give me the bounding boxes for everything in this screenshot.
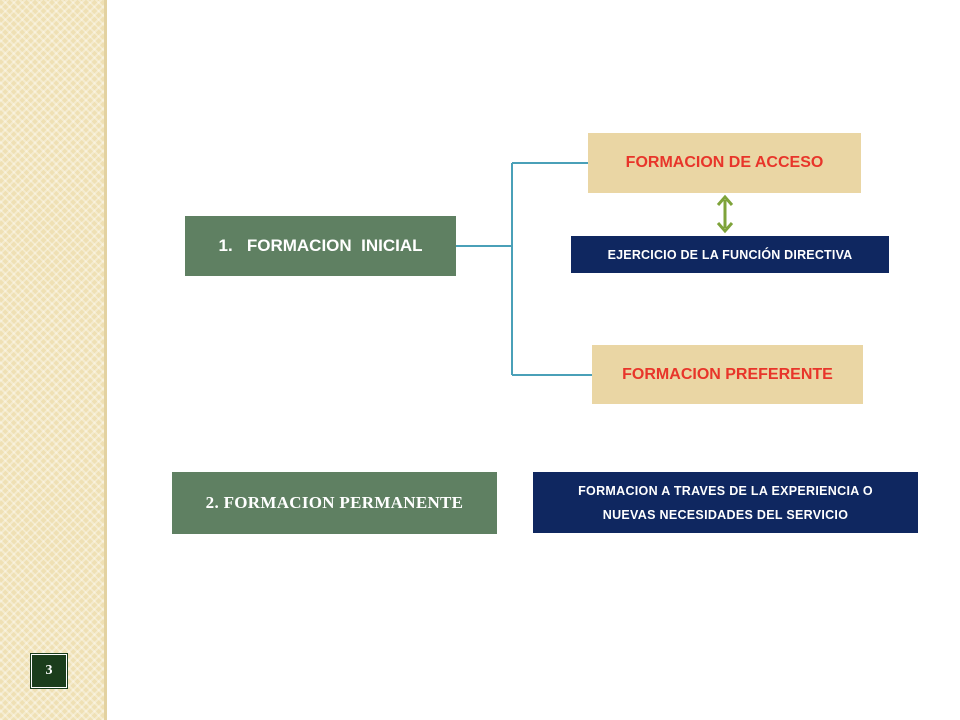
formacion-experiencia-line2: NUEVAS NECESIDADES DEL SERVICIO xyxy=(602,507,849,522)
left-band-edge xyxy=(104,0,107,720)
formacion-experiencia-box: FORMACION A TRAVES DE LA EXPERIENCIA O N… xyxy=(533,472,918,533)
page-number: 3 xyxy=(31,654,67,688)
decorative-left-band xyxy=(0,0,104,720)
formacion-acceso-box: FORMACION DE ACCESO xyxy=(588,133,861,193)
double-vertical-arrow-icon xyxy=(716,194,734,234)
ejercicio-funcion-directiva-box: EJERCICIO DE LA FUNCIÓN DIRECTIVA xyxy=(571,236,889,273)
formacion-preferente-box: FORMACION PREFERENTE xyxy=(592,345,863,404)
formacion-experiencia-line1: FORMACION A TRAVES DE LA EXPERIENCIA O xyxy=(578,483,873,498)
formacion-permanente-box: 2. FORMACION PERMANENTE xyxy=(172,472,497,534)
formacion-inicial-box: 1. FORMACION INICIAL xyxy=(185,216,456,276)
